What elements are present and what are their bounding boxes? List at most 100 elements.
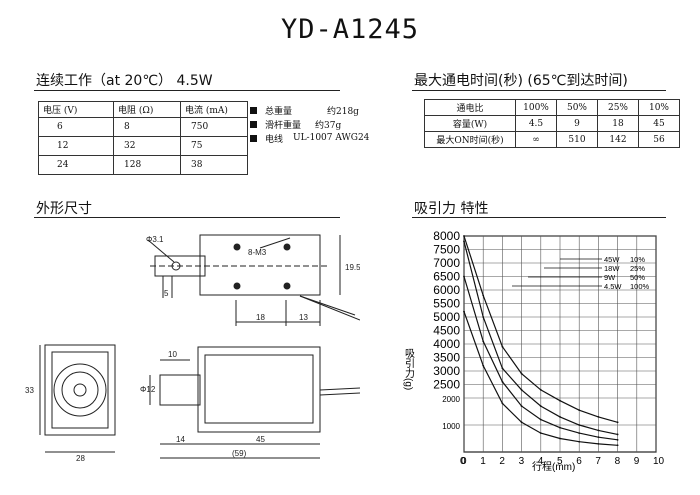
spec-label: 总重量 — [265, 106, 293, 117]
table-cell: 18 — [597, 115, 639, 132]
spec-label: 滑杆重量 — [265, 120, 302, 131]
force-rule — [412, 217, 666, 218]
dim-hole: Φ3.1 — [146, 235, 164, 244]
legend-duty: 50% — [630, 273, 645, 282]
series-point — [578, 440, 581, 443]
dim-33: 33 — [25, 386, 34, 395]
series-point — [501, 380, 504, 383]
table-cell: 45 — [638, 115, 680, 132]
series-point — [501, 367, 504, 370]
y-tick-label: 6500 — [433, 270, 460, 284]
spec-table: 电压 (V) 电阻 (Ω) 电流 (mA) 6 8 750 12 32 75 2… — [38, 101, 248, 175]
x-tick-label: 2 — [499, 456, 505, 467]
dim-5: 5 — [164, 289, 169, 298]
table-header: 容量(W) — [424, 115, 516, 132]
top-view-body — [199, 234, 321, 296]
series-point — [463, 275, 465, 278]
table-cell: 510 — [556, 131, 598, 148]
legend-label: 45W — [604, 255, 620, 264]
max-on-heading: 最大通电时间(秒) (65℃到达时间) — [414, 73, 628, 89]
x-tick-label: 4 — [538, 456, 544, 467]
spec-value: UL-1007 AWG24 — [293, 133, 370, 143]
y-tick-label: 4000 — [433, 337, 460, 351]
dimension-drawing: Φ3.1 8-M3 19.5 5 18 13 10 Φ12 33 28 14 4… — [25, 234, 360, 463]
bullet-square-icon — [250, 106, 257, 114]
table-cell: 142 — [597, 131, 639, 148]
mount-hole — [233, 243, 241, 251]
table-row: 6 8 750 — [38, 117, 248, 137]
table-cell: ∞ — [515, 131, 557, 148]
dim-45: 45 — [256, 435, 265, 444]
series-point — [578, 409, 581, 412]
table-cell: 100% — [515, 99, 557, 116]
mount-hole — [233, 282, 241, 290]
x-tick-label: 0 — [461, 456, 467, 467]
spec-value: 约218g — [327, 106, 359, 117]
table-cell: 8 — [113, 117, 181, 137]
chart-grid — [463, 235, 657, 453]
series-point — [616, 421, 619, 424]
y-tick-label: 2000 — [442, 395, 460, 404]
force-heading: 吸引力 特性 — [414, 201, 489, 217]
y-tick-label: 3500 — [433, 351, 460, 365]
dim-13: 13 — [299, 313, 308, 322]
dims-rule — [34, 217, 340, 218]
y-tick-label: 8000 — [433, 229, 460, 243]
table-cell: 10% — [638, 99, 680, 116]
chart-series — [463, 235, 619, 447]
list-item: 电线 UL-1007 AWG24 — [250, 131, 369, 145]
x-axis-label: 行程(mm) — [532, 460, 575, 473]
series-point — [520, 405, 523, 407]
x-tick-label: 9 — [634, 456, 640, 467]
series-point — [559, 416, 561, 418]
page-title: YD-A1245 — [280, 14, 420, 45]
dim-phi12: Φ12 — [140, 385, 156, 394]
table-cell: 50% — [556, 99, 598, 116]
series-point — [539, 389, 542, 391]
series-point — [597, 416, 600, 418]
table-cell: 56 — [638, 131, 680, 148]
legend-duty: 10% — [630, 255, 645, 264]
x-tick-label: 10 — [653, 456, 665, 467]
series-point — [539, 432, 542, 434]
list-item: 总重量 约218g — [250, 103, 369, 117]
legend-label: 4.5W — [604, 282, 622, 291]
bullet-square-icon — [250, 134, 257, 142]
mount-hole — [283, 243, 291, 251]
legend-duty: 25% — [630, 264, 645, 273]
spec-list: 总重量 约218g 滑杆重量 约37g 电线 UL-1007 AWG24 — [250, 103, 369, 145]
x-tick-label: 8 — [615, 456, 621, 467]
max-on-rule — [412, 90, 666, 91]
series-point — [539, 418, 542, 421]
table-cell: 750 — [180, 117, 248, 137]
table-row: 12 32 75 — [38, 136, 248, 156]
series-point — [463, 310, 465, 313]
dims-heading: 外形尺寸 — [36, 201, 92, 217]
table-cell: 9 — [556, 115, 598, 132]
series-point — [597, 429, 600, 432]
x-tick-label: 5 — [557, 456, 563, 467]
series-point — [501, 402, 504, 405]
series-point — [539, 405, 542, 407]
dim-18: 18 — [256, 313, 265, 322]
series-point — [578, 432, 581, 434]
mount-hole — [283, 282, 291, 290]
x-tick-label: 7 — [595, 456, 601, 467]
legend-label: 9W — [604, 273, 616, 282]
y-tick-label: 1000 — [442, 422, 460, 431]
series-point — [559, 399, 561, 402]
table-header: 电阻 (Ω) — [113, 101, 181, 118]
y-tick-label: 7500 — [433, 243, 460, 257]
series-point — [482, 294, 485, 297]
y-tick-label: 5000 — [433, 310, 460, 324]
series-point — [501, 345, 504, 348]
table-cell: 6 — [38, 117, 114, 137]
table-cell: 25% — [597, 99, 639, 116]
continuous-rule — [34, 90, 340, 91]
y-tick-label: 6000 — [433, 283, 460, 297]
table-row: 电压 (V) 电阻 (Ω) 电流 (mA) — [38, 101, 248, 118]
dim-10: 10 — [168, 350, 177, 359]
